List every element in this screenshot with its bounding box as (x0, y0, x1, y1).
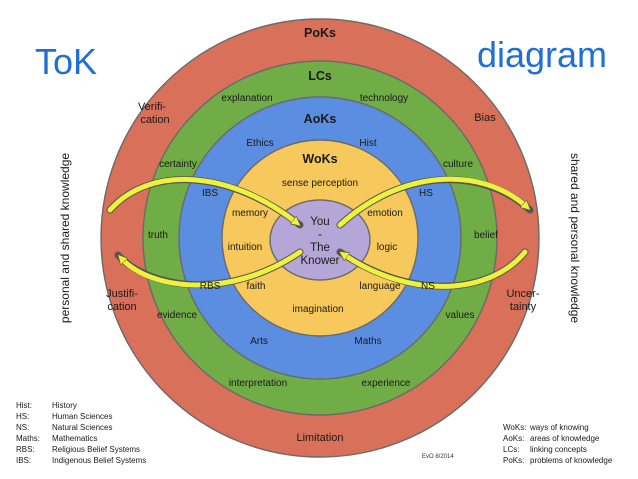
woks-imagination: imagination (292, 304, 343, 315)
legend-abbr: LCs: (503, 445, 519, 454)
poks-justification-2: cation (107, 301, 136, 313)
woks-heading: WoKs (302, 152, 337, 166)
legend-abbr: AoKs: (503, 434, 524, 443)
legend-text: problems of knowledge (530, 456, 613, 465)
lcs-technology: technology (360, 93, 408, 104)
poks-bias: Bias (474, 112, 496, 124)
left-loop-arrows-fill (107, 176, 303, 288)
title-right: diagram (477, 34, 607, 75)
lcs-interpretation: interpretation (229, 378, 287, 389)
lcs-experience: experience (362, 378, 411, 389)
aoks-rbs: RBS (200, 281, 221, 292)
legend-text: History (52, 401, 77, 410)
lcs-explanation: explanation (221, 93, 272, 104)
legend-abbr: Hist: (16, 401, 32, 410)
lcs-truth: truth (148, 230, 168, 241)
lcs-heading: LCs (308, 69, 332, 83)
woks-emotion: emotion (367, 208, 403, 219)
center-line-1: You (310, 216, 329, 228)
poks-heading: PoKs (304, 26, 336, 40)
legend-abbr: HS: (16, 412, 29, 421)
lcs-belief: belief (474, 230, 498, 241)
legend-text: Mathematics (52, 434, 97, 443)
woks-sense-perception: sense perception (282, 178, 358, 189)
legend-text: ways of knowing (529, 423, 589, 432)
legend-text: linking concepts (530, 445, 587, 454)
right-loop-arrows-fill (337, 176, 527, 289)
legend-text: areas of knowledge (530, 434, 600, 443)
legend-abbr: Maths: (16, 434, 40, 443)
signature: EvO 8/2014 (422, 454, 454, 460)
side-label-left: personal and shared knowledge (58, 153, 72, 323)
poks-verification-2: cation (140, 114, 169, 126)
center-line-3: The (310, 242, 330, 254)
lcs-culture: culture (443, 159, 473, 170)
legend-abbr: WoKs: (503, 423, 526, 432)
lcs-values: values (446, 310, 475, 321)
woks-language: language (359, 281, 401, 292)
woks-faith: faith (247, 281, 266, 292)
aoks-hist: Hist (359, 138, 376, 149)
legend-abbr: PoKs: (503, 456, 524, 465)
center-line-4: Knower (301, 255, 340, 267)
aoks-ethics: Ethics (246, 138, 273, 149)
legend-text: Human Sciences (52, 412, 112, 421)
lcs-evidence: evidence (157, 310, 197, 321)
poks-uncertainty-2: tainty (510, 301, 537, 313)
legend-left: Hist: History HS: Human Sciences NS: Nat… (16, 401, 146, 465)
woks-memory: memory (232, 208, 268, 219)
lcs-certainty: certainty (159, 159, 197, 170)
legend-text: Natural Sciences (52, 423, 112, 432)
aoks-ibs: IBS (202, 188, 218, 199)
legend-abbr: RBS: (16, 445, 35, 454)
legend-text: Indigenous Belief Systems (52, 456, 146, 465)
legend-right: WoKs: ways of knowing AoKs: areas of kno… (503, 423, 613, 465)
aoks-heading: AoKs (304, 112, 337, 126)
woks-intuition: intuition (228, 242, 262, 253)
aoks-arts: Arts (250, 336, 268, 347)
legend-abbr: NS: (16, 423, 29, 432)
legend-abbr: IBS: (16, 456, 31, 465)
aoks-hs: HS (419, 188, 433, 199)
poks-uncertainty-1: Uncer- (506, 288, 539, 300)
center-line-2: - (318, 229, 322, 241)
aoks-ns: NS (421, 281, 435, 292)
side-label-right: shared and personal knowledge (568, 153, 582, 323)
woks-logic: logic (377, 242, 398, 253)
poks-limitation: Limitation (296, 432, 343, 444)
poks-verification-1: Verifi- (138, 101, 166, 113)
aoks-maths: Maths (354, 336, 381, 347)
poks-justification-1: Justifi- (106, 288, 138, 300)
legend-text: Religious Belief Systems (52, 445, 140, 454)
title-left: ToK (35, 41, 97, 82)
